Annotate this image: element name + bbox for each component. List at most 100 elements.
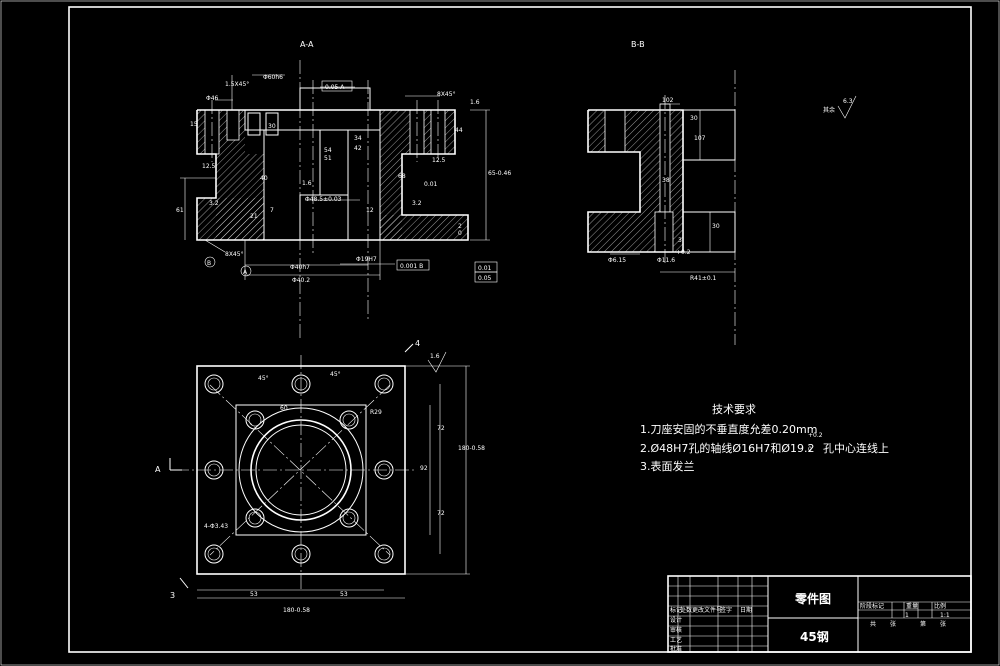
bb-d3: 3 xyxy=(678,237,682,244)
tb-material: 45钢 xyxy=(800,629,829,644)
aa-d1: Φ46 xyxy=(206,95,219,102)
aa-chamfer-right: 8X45° xyxy=(437,91,456,98)
plan-d72: 72 xyxy=(437,425,445,432)
section-aa-view: A-A xyxy=(176,40,511,340)
bb-d30: 30 xyxy=(690,115,698,122)
aa-dia-19: Φ19H7 xyxy=(356,256,377,263)
tb-cell-sheets: 张 xyxy=(890,620,896,628)
tech-line-3: 3.表面发兰 xyxy=(640,459,695,473)
aa-d34: 34 xyxy=(354,135,362,142)
tb-cell-stage: 阶段标记 xyxy=(860,602,884,610)
section-bb-view: B-B 102 30 107 38 30 Φ6.15 Φ11.6 +0.2 R4… xyxy=(587,40,736,345)
roughness-value: 6.3 xyxy=(843,98,853,105)
technical-requirements: 技术要求 1.刀座安固的不垂直度允差0.20mm 2.Ø48H7孔的轴线Ø16H… xyxy=(640,403,889,473)
plan-rough: 1.6 xyxy=(430,353,440,360)
bb-d30b: 30 xyxy=(712,223,720,230)
plan-holes xyxy=(204,374,394,564)
aa-rough-32b: 3.2 xyxy=(412,200,422,207)
aa-d54: 54 xyxy=(324,147,332,154)
bb-dia15: Φ6.15 xyxy=(608,257,626,264)
tb-part-name: 零件图 xyxy=(794,591,831,606)
cut-marker-b: B xyxy=(207,260,211,267)
tb-cell-review: 审核 xyxy=(670,626,682,634)
aa-tol-5: 0.01 xyxy=(424,181,438,188)
bb-d24: R41±0.1 xyxy=(690,275,717,282)
aa-rough-16: 1.6 xyxy=(470,99,480,106)
aa-d61: 61 xyxy=(176,207,184,214)
aa-d65: 65-0.46 xyxy=(488,170,511,177)
cut-marker-a: A xyxy=(243,269,248,276)
aa-rough-125: 12.5 xyxy=(202,163,216,170)
aa-hole-dia: Φ60h6 xyxy=(263,74,283,81)
bb-d102: 102 xyxy=(662,97,674,104)
tb-qty: 1 xyxy=(905,612,909,619)
tb-cell-sheet: 张 xyxy=(940,620,946,628)
aa-d15: 15 xyxy=(190,121,198,128)
title-block: 标记 处数 更改文件号 签字 日期 设计 审核 工艺 批准 零件图 45钢 阶段… xyxy=(667,575,972,653)
aa-dia-bore: Φ48.5±0.03 xyxy=(305,196,342,203)
aa-d30: 30 xyxy=(268,123,276,130)
aa-rough-32: 3.2 xyxy=(209,200,219,207)
aa-d12: 12 xyxy=(366,207,374,214)
tech-title: 技术要求 xyxy=(712,403,756,416)
tech-line-2-sub: 0 xyxy=(808,446,812,453)
aa-dia-40h7: Φ40h7 xyxy=(290,264,310,271)
bb-d107: 107 xyxy=(694,135,706,142)
plan-arrow-3: 3 xyxy=(170,591,175,600)
hatch-left-base xyxy=(197,198,264,240)
plan-height: 180-0.58 xyxy=(458,445,485,452)
tb-cell-process: 工艺 xyxy=(670,636,682,644)
tech-line-2a: 2.Ø48H7孔的轴线Ø16H7和Ø19.2 xyxy=(640,441,815,455)
tb-cell-total: 共 xyxy=(870,620,876,628)
tb-cell-count: 处数 xyxy=(680,606,692,614)
aa-tol-7: 0.05 xyxy=(478,275,492,282)
tb-cell-mark: 标记 xyxy=(670,606,682,614)
tech-line-2-sup: +0.2 xyxy=(808,432,823,439)
aa-tol-b: 0.001 B xyxy=(400,263,423,270)
aa-d2: 2 xyxy=(458,223,462,230)
aa-d68: 68 xyxy=(398,173,406,180)
aa-d44: 44 xyxy=(455,127,463,134)
tb-cell-doc: 更改文件号 xyxy=(692,606,722,614)
plan-r29: R29 xyxy=(370,409,382,416)
tech-line-2b: 孔中心连线上 xyxy=(823,441,889,455)
plan-d53b: 53 xyxy=(340,591,348,598)
tb-cell-weight: 重量 xyxy=(906,602,918,610)
plan-angle-a: 45° xyxy=(258,375,269,382)
tb-scale: 1:1 xyxy=(940,612,950,619)
tech-line-1: 1.刀座安固的不垂直度允差0.20mm xyxy=(640,422,817,436)
plan-holes-label: 4-Φ3.43 xyxy=(204,523,228,530)
tb-cell-sign: 签字 xyxy=(720,606,732,614)
aa-rough-16b: 1.6 xyxy=(302,180,312,187)
plan-d72b: 72 xyxy=(437,510,445,517)
section-bb-label: B-B xyxy=(631,40,645,49)
plan-angle-b: 45° xyxy=(330,371,341,378)
aa-rough-125b: 12.5 xyxy=(432,157,446,164)
tb-cell-approve: 批准 xyxy=(670,645,682,653)
bb-d38: 38 xyxy=(662,177,670,184)
aa-d40: 40 xyxy=(260,175,268,182)
plan-view: 53 53 180-0.58 180-0.58 72 72 92 4-Φ3.43… xyxy=(155,339,485,614)
aa-d21: 21 xyxy=(250,213,258,220)
drawing-frame xyxy=(68,6,972,653)
tb-cell-sheet-no: 第 xyxy=(920,620,926,628)
aa-d42: 42 xyxy=(354,145,362,152)
tb-cell-date: 日期 xyxy=(740,606,752,614)
plan-width: 180-0.58 xyxy=(283,607,310,614)
aa-dia-40: Φ40.2 xyxy=(292,277,310,284)
tb-cell-design: 设计 xyxy=(670,616,682,624)
aa-d7: 7 xyxy=(270,207,274,214)
section-aa-label: A-A xyxy=(300,40,314,49)
aa-tol-6: 0.01 xyxy=(478,265,492,272)
plan-d92: 92 xyxy=(420,465,428,472)
plan-arrow-4: 4 xyxy=(415,339,420,348)
aa-chamfer-top: 1.5X45° xyxy=(225,81,249,88)
plan-cut-a: A xyxy=(155,465,161,474)
plan-d60: 60 xyxy=(280,405,288,412)
aa-tol-frame: 0.05 A xyxy=(325,84,345,91)
bb-d02: +0.2 xyxy=(676,249,691,256)
plan-d53: 53 xyxy=(250,591,258,598)
tb-cell-scale: 比例 xyxy=(934,602,946,610)
